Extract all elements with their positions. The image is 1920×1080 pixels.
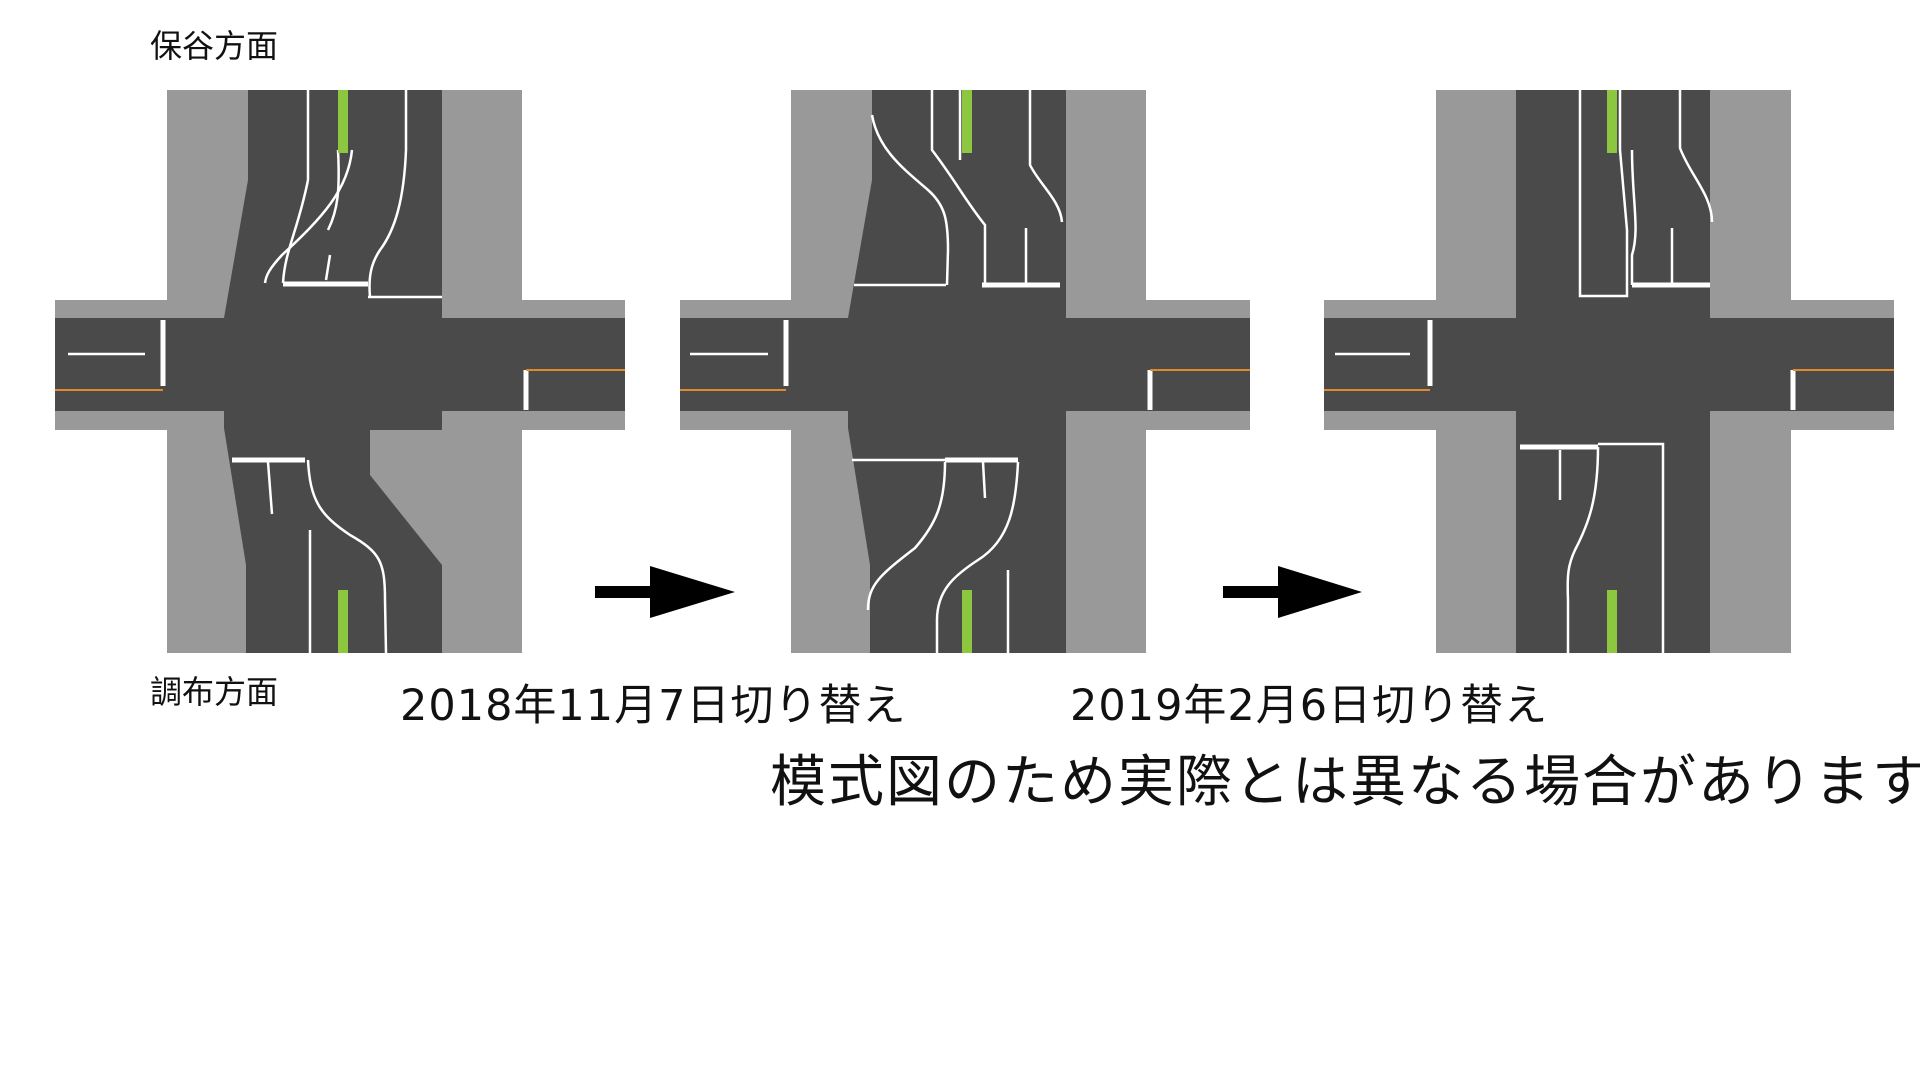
lane-markings: [680, 90, 1250, 653]
stage3-switch-caption: 2019年2月6日切り替え: [1070, 681, 1549, 731]
median-strip-south: [1607, 590, 1617, 653]
median-strip-north: [1607, 90, 1617, 153]
north-south-road: [848, 90, 1066, 653]
intersection-stage2: [680, 90, 1250, 653]
north-direction-label: 保谷方面: [150, 27, 279, 65]
north-south-road: [224, 90, 442, 653]
schematic-disclaimer: 模式図のため実際とは異なる場合があります: [770, 750, 1920, 815]
intersection-stage1: [55, 90, 625, 654]
lane-markings: [55, 90, 625, 654]
lane-markings: [1324, 90, 1894, 653]
intersection-stage3: [1324, 90, 1894, 653]
stage2-switch-caption: 2018年11月7日切り替え: [400, 681, 907, 731]
south-direction-label: 調布方面: [150, 673, 279, 711]
median-strip-south: [338, 590, 348, 653]
median-strip-south: [962, 590, 972, 653]
transition-arrow-2: [1223, 566, 1362, 618]
transition-arrow-1: [595, 566, 735, 618]
median-strip-north: [962, 90, 972, 153]
north-south-road: [1516, 90, 1710, 653]
median-strip-north: [338, 90, 348, 153]
